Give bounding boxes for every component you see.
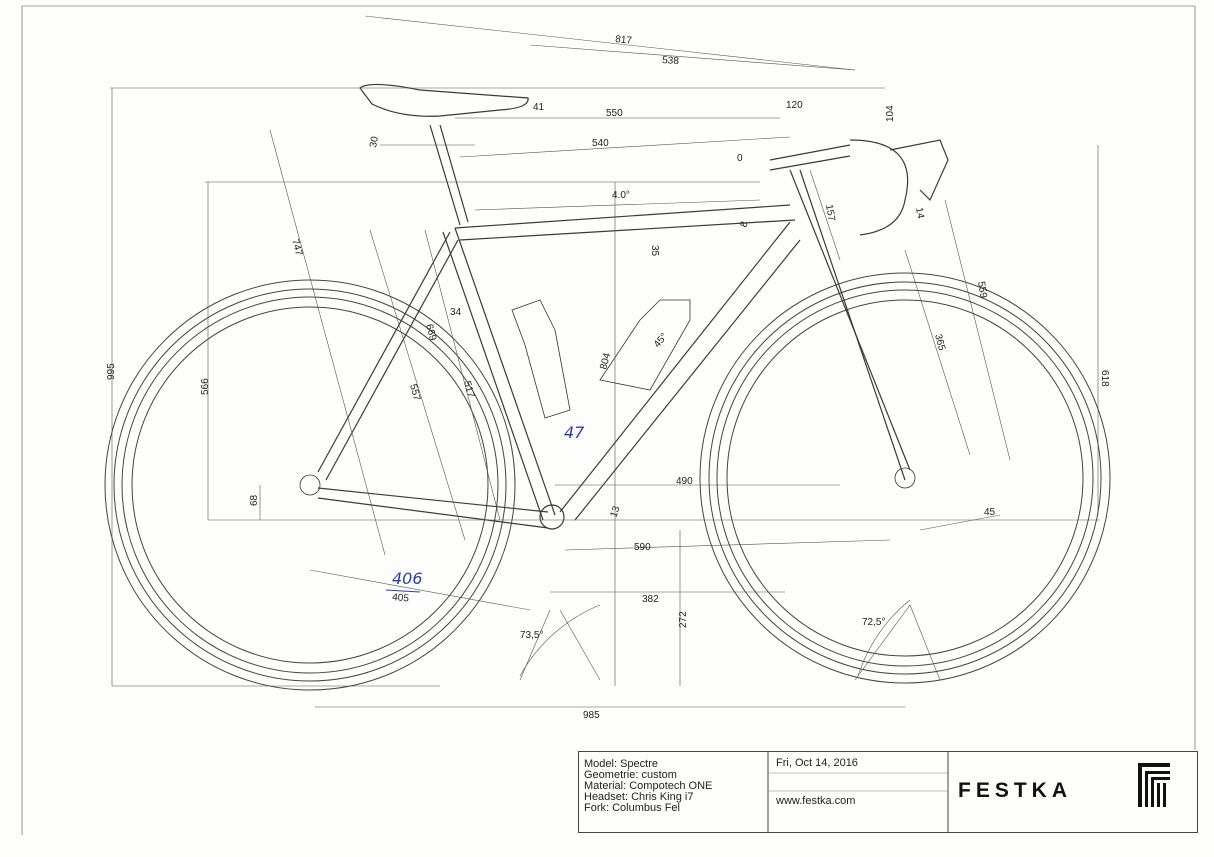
title-block: Model: Spectre Geometrie: custom Materia… xyxy=(578,751,1198,833)
dim-120: 120 xyxy=(786,100,803,111)
spec-fork: Fork: Columbus Fel xyxy=(584,802,680,814)
spec-list: Model: Spectre Geometrie: custom Materia… xyxy=(584,759,712,814)
dim-517: 517 xyxy=(461,380,476,399)
dim-995: 995 xyxy=(106,363,117,380)
drawing-date: Fri, Oct 14, 2016 xyxy=(776,757,858,769)
dim-104: 104 xyxy=(885,105,896,122)
dim-157: 157 xyxy=(823,204,837,223)
dim-13: 13 xyxy=(608,504,622,519)
dim-35: 35 xyxy=(649,245,660,257)
handwritten-47: 47 xyxy=(564,423,585,442)
handwritten-406: 406 xyxy=(392,569,423,588)
festka-logo: FESTKA xyxy=(958,779,1072,802)
dimension-lines xyxy=(110,15,1100,708)
dim-540: 540 xyxy=(592,138,609,149)
dim-559: 559 xyxy=(975,281,989,300)
dimension-labels: 817 538 41 120 104 550 540 30 0 4.0° 8 3… xyxy=(106,34,1110,721)
dim-68: 68 xyxy=(249,494,260,506)
dim-669: 669 xyxy=(423,323,438,342)
dim-72-5deg: 72,5° xyxy=(862,617,885,628)
dim-30: 30 xyxy=(368,135,381,148)
dim-365: 365 xyxy=(932,333,947,352)
dim-490: 490 xyxy=(676,476,693,487)
dim-45: 45 xyxy=(984,507,996,518)
dim-4deg: 4.0° xyxy=(612,190,630,201)
dim-0: 0 xyxy=(737,153,743,164)
dim-804: 804 xyxy=(598,351,613,370)
dim-557: 557 xyxy=(407,383,422,402)
website-link[interactable]: www.festka.com xyxy=(776,795,856,807)
dim-590: 590 xyxy=(634,542,651,553)
dim-41: 41 xyxy=(533,102,545,113)
saddle xyxy=(359,83,529,117)
dim-382: 382 xyxy=(642,594,659,605)
handwritten-notes: 47 406 xyxy=(385,423,585,593)
dim-45deg: 45° xyxy=(652,331,670,350)
dim-618: 618 xyxy=(1099,370,1110,387)
front-wheel xyxy=(699,272,1111,684)
dim-8: 8 xyxy=(738,220,750,229)
dim-985: 985 xyxy=(583,710,600,721)
dim-538: 538 xyxy=(662,55,680,67)
spec-geometry: Geometrie: custom xyxy=(584,769,677,781)
bottle-seat-tube xyxy=(511,299,571,419)
spec-headset: Headset: Chris King i7 xyxy=(584,791,694,803)
bottle-down-tube xyxy=(599,299,691,391)
dim-550: 550 xyxy=(606,108,623,119)
bike-frame xyxy=(317,124,911,530)
dim-405: 405 xyxy=(392,592,410,604)
dim-817: 817 xyxy=(615,34,633,47)
dim-34: 34 xyxy=(450,307,462,318)
stem-handlebar xyxy=(769,139,949,236)
dim-14: 14 xyxy=(913,207,926,220)
dim-747: 747 xyxy=(289,238,304,257)
sheet-border xyxy=(21,5,1196,835)
spec-material: Material: Compotech ONE xyxy=(584,780,713,792)
dim-566: 566 xyxy=(200,378,211,395)
dim-73-5deg: 73,5° xyxy=(520,630,543,641)
spec-model: Model: Spectre xyxy=(584,758,658,770)
festka-mark-icon xyxy=(1138,763,1170,807)
dim-272: 272 xyxy=(678,611,689,628)
title-block-grid xyxy=(578,751,1198,833)
rear-wheel xyxy=(104,279,516,691)
